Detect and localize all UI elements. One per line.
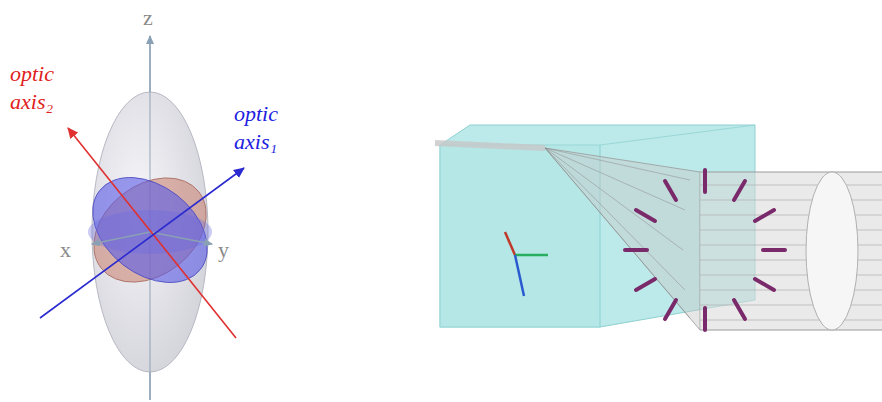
crystal-cone (435, 125, 882, 330)
index-ellipsoid (40, 36, 244, 400)
axis-label: x (60, 236, 80, 264)
optic-axis-label: optic axis₁ (234, 100, 296, 156)
axis-label: z (143, 4, 163, 32)
axis-label: y (218, 236, 238, 264)
optic-axis-label: optic axis₂ (10, 60, 72, 116)
